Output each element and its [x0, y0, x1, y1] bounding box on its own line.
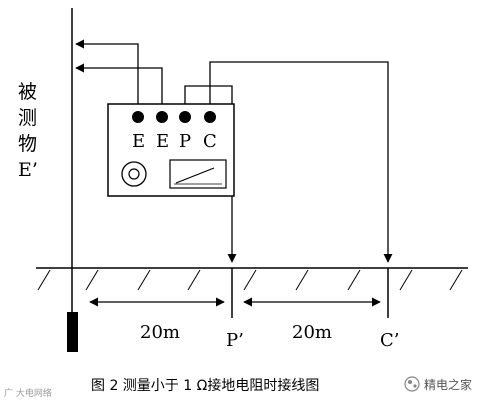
- terminal-e2-dot: [156, 111, 168, 123]
- ground-electrode: [67, 312, 78, 352]
- terminal-label-e2: E: [156, 131, 169, 152]
- object-label-char-3: 物: [18, 133, 37, 155]
- object-label-char-1: 被: [18, 81, 37, 103]
- lead-e2: [75, 63, 163, 109]
- terminal-p-dot: [179, 111, 191, 123]
- meter-display: [169, 159, 227, 189]
- dimension-label-2: 20m: [292, 322, 332, 343]
- probe-label-c: C’: [380, 330, 400, 351]
- crank-knob-icon: [121, 161, 147, 187]
- probe-label-p: P’: [226, 330, 244, 351]
- watermark-logo-icon: [404, 376, 420, 392]
- terminal-label-p: P: [179, 131, 191, 152]
- dimension-label-1: 20m: [140, 322, 180, 343]
- watermark-left: 广 大电网络: [4, 387, 52, 399]
- terminal-label-c: C: [203, 131, 217, 152]
- lead-c: [209, 61, 393, 263]
- terminal-c-dot: [204, 111, 216, 123]
- object-label-char-2: 测: [18, 107, 37, 129]
- ground-hatching: [37, 269, 463, 291]
- meter-needle-icon: [175, 167, 215, 184]
- lead-e1: [75, 39, 139, 109]
- watermark-right-text: 精电之家: [424, 377, 472, 392]
- terminal-label-e1: E: [132, 131, 145, 152]
- watermark-right: 精电之家: [404, 376, 472, 392]
- crank-knob-inner-icon: [128, 168, 140, 180]
- figure-caption: 图 2 测量小于 1 Ω接地电阻时接线图: [91, 377, 319, 394]
- terminal-e1-dot: [132, 111, 144, 123]
- object-label-sub: E’: [18, 159, 38, 181]
